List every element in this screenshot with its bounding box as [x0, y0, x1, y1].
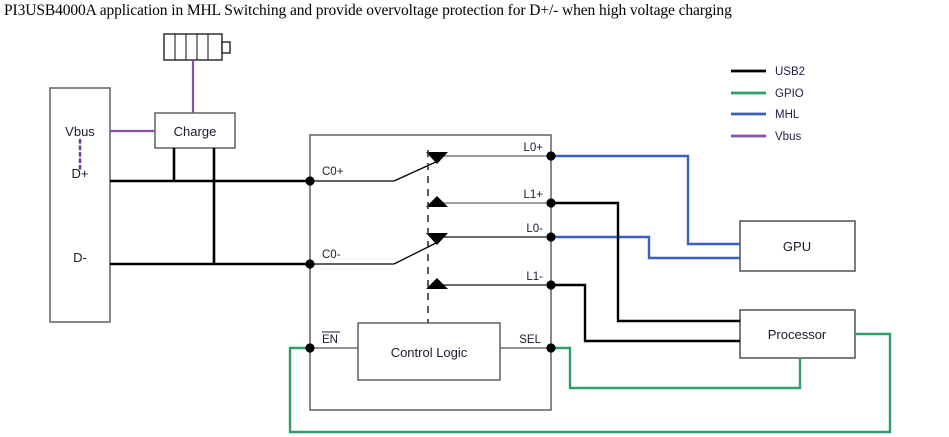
legend-label-usb2: USB2 — [775, 66, 805, 78]
ic-pin-label-l0m: L0- — [526, 223, 543, 235]
wire-sel-gpio — [551, 346, 802, 390]
legend-label-vbus: Vbus — [775, 131, 801, 143]
legend-label-gpio: GPIO — [775, 88, 804, 100]
processor-label: Processor — [768, 327, 827, 342]
wire-l1m-to-processor — [551, 283, 740, 343]
switch-blade-c0m — [393, 241, 439, 265]
control-logic-label: Control Logic — [391, 345, 468, 360]
junction-en — [305, 343, 315, 353]
processor-box — [739, 309, 856, 359]
connector-pin-label-dminus: D- — [73, 250, 87, 265]
ic-pin-label-l1p: L1+ — [523, 189, 543, 201]
junction-l0p — [546, 151, 556, 161]
junction-l1p — [546, 198, 556, 208]
switch-arrow-l0p — [426, 152, 448, 164]
ic-pin-label-en: EN — [322, 334, 338, 346]
usb-connector-box — [49, 87, 111, 323]
ic-pin-label-en-group: EN — [322, 331, 340, 346]
ic-pin-label-sel: SEL — [519, 334, 541, 346]
connector-pin-label-vbus: Vbus — [65, 124, 95, 139]
switch-arrow-l1m — [426, 278, 448, 289]
junction-c0p — [305, 176, 315, 186]
battery-icon — [163, 33, 231, 61]
wire-l1p-to-processor — [551, 201, 740, 323]
switch-blade-c0p — [393, 160, 439, 182]
ic-pin-label-c0p: C0+ — [322, 166, 344, 178]
legend: USB2 GPIO MHL Vbus — [731, 66, 805, 143]
charge-box-label: Charge — [174, 124, 217, 139]
junction-sel — [546, 343, 556, 353]
wire-l0p-to-gpu — [551, 154, 740, 246]
charge-box — [154, 112, 236, 149]
gpu-label: GPU — [783, 239, 811, 254]
ic-pin-label-l1m: L1- — [526, 271, 543, 283]
page-title: PI3USB4000A application in MHL Switching… — [4, 2, 732, 19]
switch-arrow-l1p — [426, 196, 448, 207]
ic-pin-label-l0p: L0+ — [523, 142, 543, 154]
junction-l0m — [546, 232, 556, 242]
control-logic-box — [357, 322, 501, 381]
connector-pin-label-dplus: D+ — [72, 166, 89, 181]
legend-label-mhl: MHL — [775, 109, 800, 121]
switch-arrow-l0m — [426, 233, 448, 245]
junction-l1m — [546, 280, 556, 290]
wire-en-gpio — [288, 332, 892, 434]
wire-l0m-to-gpu — [551, 235, 740, 260]
ic-pin-label-c0m: C0- — [322, 249, 341, 261]
gpu-box — [739, 220, 856, 272]
junction-c0m — [305, 259, 315, 269]
